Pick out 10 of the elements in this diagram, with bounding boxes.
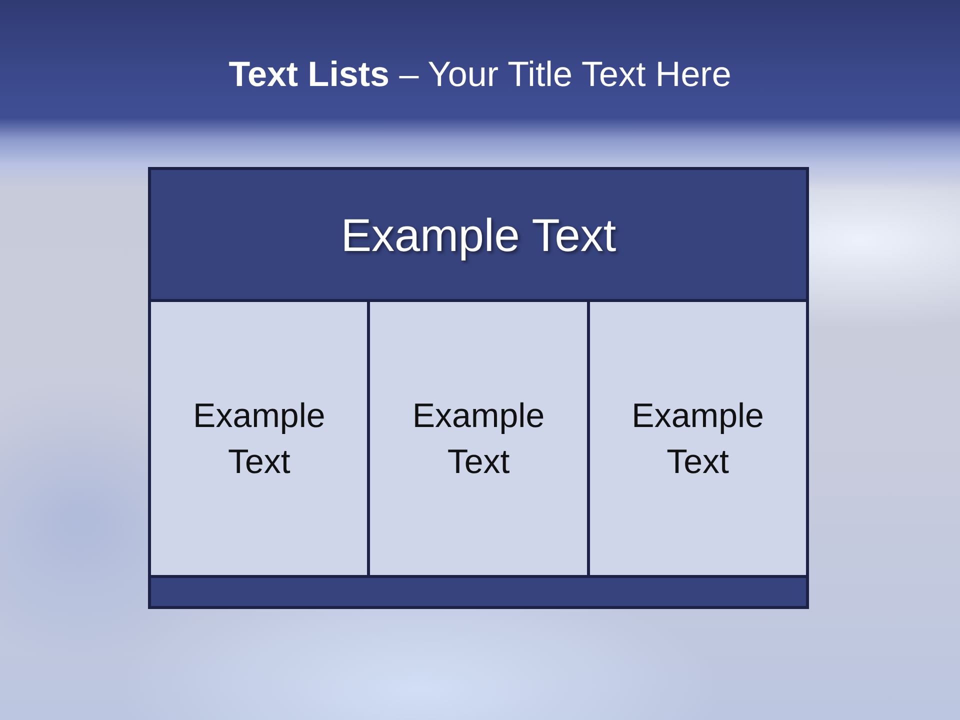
header-text: Example Text (340, 208, 616, 262)
footer-bar (151, 578, 806, 606)
column-box (151, 302, 368, 575)
header-box (151, 170, 806, 299)
column-text: Example Text (630, 396, 765, 482)
column-text: Example Text (192, 396, 326, 482)
column-text: Example Text (411, 396, 546, 482)
column-box (590, 302, 806, 575)
slide-title: Text Lists – Your Title Text Here (228, 54, 732, 96)
column-box (370, 302, 587, 575)
